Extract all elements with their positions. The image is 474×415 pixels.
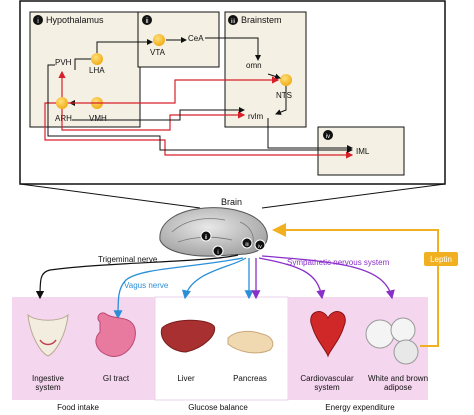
brain-marker-iv-text: iv — [258, 244, 262, 250]
lha-to-pvh-line — [74, 58, 91, 70]
leptin-arrow — [272, 223, 439, 347]
organ-label-liver: Liver — [177, 374, 195, 383]
pvh-label: PVH — [55, 58, 72, 67]
vta-label: VTA — [150, 48, 166, 57]
liver-organ — [160, 319, 216, 353]
adipose-cell-3 — [393, 339, 419, 365]
adipose-cell-1 — [365, 319, 395, 349]
arh-to-iml-arrow — [44, 102, 354, 159]
food-intake-panel — [12, 297, 155, 400]
brain-label: Brain — [221, 197, 242, 207]
iml-label: IML — [356, 147, 370, 156]
hypothalamus-box — [29, 11, 141, 128]
arh-nucleus — [56, 97, 68, 109]
rvlm-to-iml-arrow — [267, 118, 353, 151]
lha-to-vta-arrow — [96, 39, 153, 53]
section-glucose-balance: Glucose balance — [188, 403, 248, 412]
arh-to-rvlm-arrow — [61, 109, 246, 131]
gi-organ — [95, 312, 136, 357]
mouth-line — [39, 339, 57, 346]
brain-illustration — [159, 207, 268, 257]
arh-to-nts-arrow — [68, 76, 280, 104]
roman-iii-badge — [228, 15, 238, 25]
symp-to-cardio-arrow — [258, 257, 326, 300]
brainstem-box — [224, 11, 307, 128]
nts-label: NTS — [276, 91, 292, 100]
organ-label-ingestive-1: Ingestive — [32, 374, 65, 383]
pancreas-organ — [227, 330, 274, 354]
brain-marker-iii — [241, 237, 253, 249]
brain-marker-iii-text: iii — [245, 242, 248, 248]
roman-ii-badge — [142, 15, 152, 25]
trigeminal-label: Trigeminal nerve — [98, 255, 158, 264]
vagus-label: Vagus nerve — [124, 281, 169, 290]
roman-i-badge — [33, 15, 43, 25]
ingestive-organ — [27, 313, 69, 357]
roman-iv-text: iv — [326, 134, 330, 140]
rvlm-label: rvlm — [248, 112, 263, 121]
leptin-label: Leptin — [430, 255, 452, 264]
organ-label-adipose-1: White and brown — [368, 374, 428, 383]
roman-iv-badge — [323, 130, 333, 140]
organ-label-adipose-2: adipose — [384, 383, 413, 392]
trigeminal-arrow — [35, 254, 239, 300]
organ-label-cardio-1: Cardiovascular — [300, 374, 354, 383]
brain-marker-ii-text: ii — [205, 235, 208, 241]
heart-organ — [310, 311, 346, 358]
section-food-intake: Food intake — [57, 403, 99, 412]
zoom-line-left — [19, 183, 201, 209]
organ-label-ingestive-2: system — [35, 383, 61, 392]
symp-to-adipose-arrow — [261, 255, 395, 300]
vmh-label: VMH — [89, 114, 107, 123]
brain-marker-iv — [254, 239, 266, 251]
vagus-to-liver-arrow — [182, 257, 247, 300]
arh-label: ARH — [55, 114, 72, 123]
cea-to-omn-arrow — [205, 37, 261, 61]
pvh-to-rvlm-arrow — [72, 107, 245, 121]
hypothalamus-title: Hypothalamus — [46, 15, 104, 25]
roman-iii-text: iii — [231, 19, 235, 25]
brain-marker-i-text: i — [217, 250, 218, 256]
cea-label: CeA — [188, 34, 204, 43]
nts-to-rvlm-arrow — [275, 86, 287, 115]
organ-label-gi: GI tract — [103, 374, 130, 383]
zoom-line-right — [261, 183, 446, 209]
vagus-to-gi-arrow — [113, 257, 244, 320]
roman-i-text: i — [37, 18, 39, 25]
spinal-box — [317, 126, 405, 176]
organ-label-cardio-2: system — [314, 383, 340, 392]
pvh-to-iml-arrow — [47, 64, 353, 153]
organ-label-pancreas: Pancreas — [233, 374, 267, 383]
adipose-cell-2 — [390, 317, 416, 343]
brainstem-title: Brainstem — [241, 15, 282, 25]
omn-label: omn — [246, 61, 262, 70]
sympathetic-label: Sympathetic nervous system — [287, 258, 390, 267]
section-energy-expenditure: Energy expenditure — [325, 403, 395, 412]
nts-nucleus — [280, 74, 292, 86]
lha-nucleus — [91, 53, 103, 65]
vta-nucleus — [153, 34, 165, 46]
brain-marker-ii — [200, 230, 212, 242]
roman-ii-text: ii — [145, 18, 149, 25]
lha-label: LHA — [89, 66, 105, 75]
leptin-badge — [424, 252, 458, 266]
brain-marker-i — [212, 245, 224, 257]
